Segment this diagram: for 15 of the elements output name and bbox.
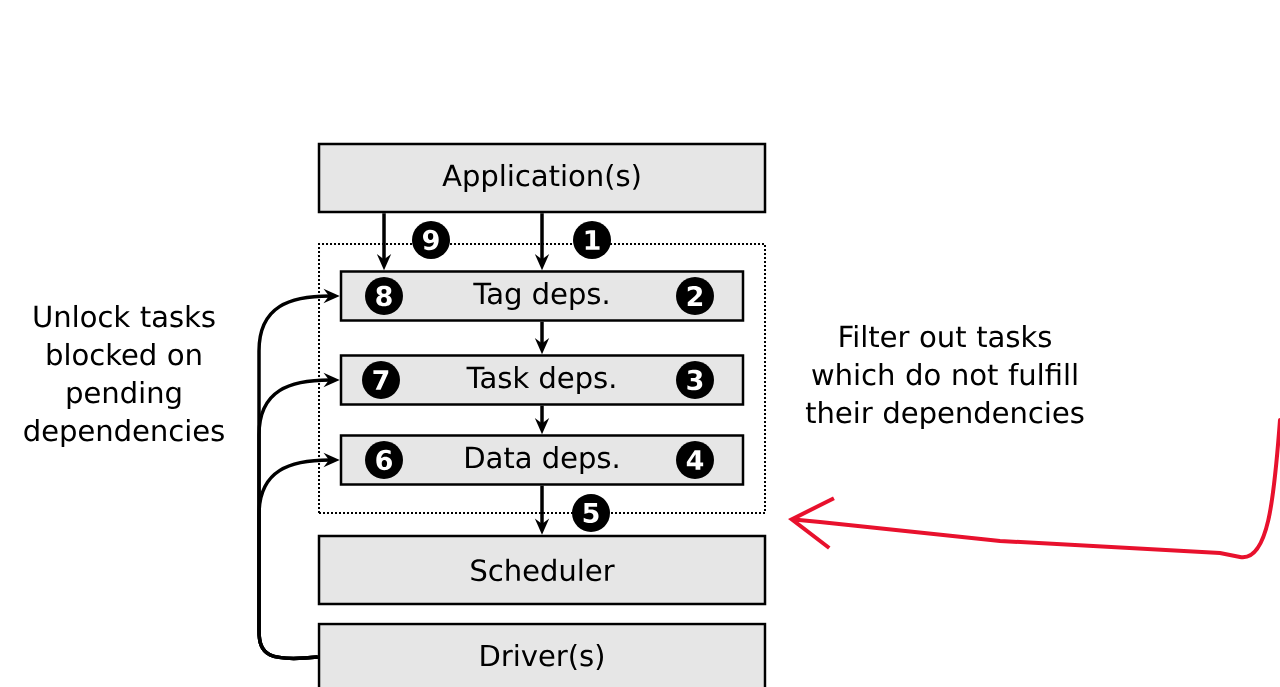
callout-number: 2 — [676, 277, 714, 315]
callout-number: 3 — [676, 361, 714, 399]
callout-number: 9 — [412, 221, 450, 259]
side-note: Filter out tasks which do not fulfill their dependencies — [805, 324, 1084, 430]
callout-number: 7 — [362, 361, 400, 399]
callout-number: 8 — [365, 277, 403, 315]
process-box: Application(s) — [317, 142, 767, 214]
hand-drawn-arrow — [788, 418, 1280, 559]
process-box: Scheduler — [317, 534, 767, 606]
callout-number: 4 — [676, 441, 714, 479]
process-box: Driver(s) — [317, 622, 767, 687]
side-note: Unlock tasks blocked on pending dependencies — [24, 304, 224, 448]
callout-number: 1 — [573, 221, 611, 259]
callout-number: 6 — [365, 441, 403, 479]
callout-number: 5 — [572, 494, 610, 532]
